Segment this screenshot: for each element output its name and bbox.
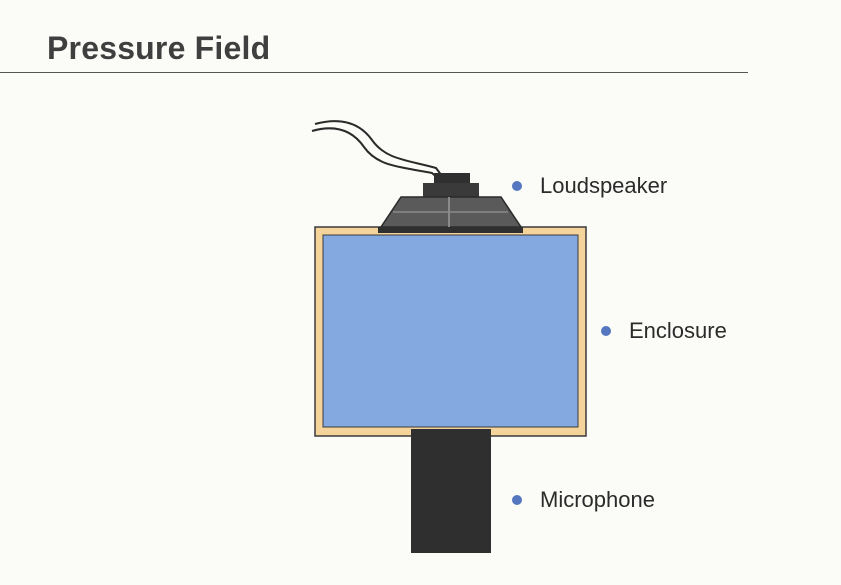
loudspeaker-rim <box>378 227 523 233</box>
label-loudspeaker-text: Loudspeaker <box>540 173 668 198</box>
bullet-icon <box>512 495 522 505</box>
loudspeaker-magnet <box>423 183 479 197</box>
slide-title: Pressure Field <box>47 30 271 66</box>
label-enclosure: Enclosure <box>601 318 727 344</box>
bullet-icon <box>512 181 522 191</box>
label-loudspeaker: Loudspeaker <box>512 173 667 199</box>
speaker-wire <box>314 120 443 177</box>
title-divider <box>0 72 748 73</box>
enclosure-cavity <box>322 234 579 428</box>
label-microphone: Microphone <box>512 487 655 513</box>
bullet-icon <box>601 326 611 336</box>
loudspeaker-magnet-top <box>434 173 470 185</box>
microphone-body <box>411 429 491 553</box>
speaker-wire <box>311 127 441 181</box>
label-microphone-text: Microphone <box>540 487 655 512</box>
label-enclosure-text: Enclosure <box>629 318 727 343</box>
